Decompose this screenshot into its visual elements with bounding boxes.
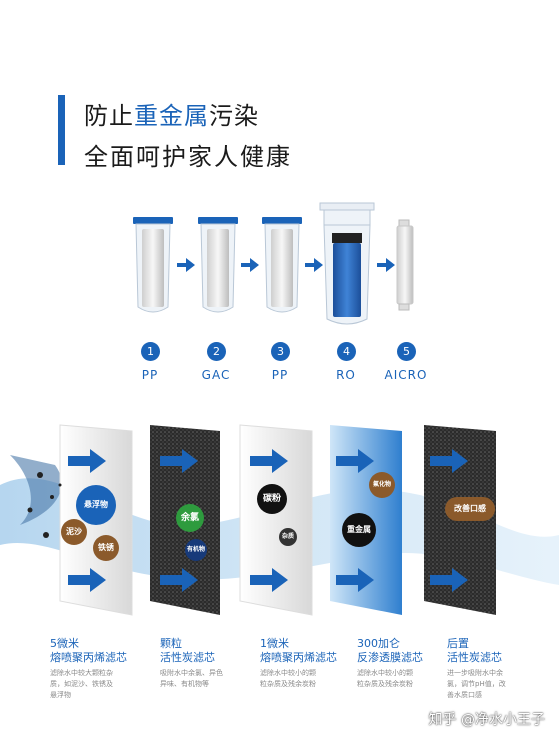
arrow-icon: [177, 258, 195, 272]
caption-5-title-line2: 活性炭滤芯: [447, 651, 502, 664]
watermark: 知乎 @净水小王子: [428, 712, 545, 728]
caption-4-title-line1: 300加仑: [357, 637, 400, 650]
caption-5-desc-line2: 氯，调节pH值，改: [447, 680, 506, 688]
caption-3-title-line2: 熔喷聚丙烯滤芯: [260, 651, 337, 664]
caption-5-desc-line3: 善水质口感: [447, 691, 482, 699]
title-accent-bar: [58, 95, 65, 165]
caption-4-desc-line1: 滤除水中较小的颗: [357, 669, 413, 677]
housing-4: [319, 202, 375, 325]
caption-1-desc-line1: 滤除水中较大颗粒杂: [50, 669, 113, 677]
caption-1-desc-line3: 悬浮物: [50, 691, 71, 699]
caption-5-desc-line1: 进一步吸附水中余: [447, 669, 503, 677]
arrow-icon: [68, 568, 468, 592]
arrow-icon: [68, 449, 468, 473]
caption-2-desc-line2: 异味、有机物等: [160, 680, 209, 688]
chip-impurity: 杂质: [279, 528, 297, 546]
housing-2: [198, 217, 238, 313]
chip-organic: 有机物: [185, 539, 207, 561]
chip-taste: 改善口感: [445, 497, 495, 521]
arrow-icon: [305, 258, 323, 272]
stage-label-1: PP: [141, 368, 159, 382]
filter-stages-illustration: [133, 202, 414, 325]
stage-number-3: 3: [271, 342, 290, 361]
stage-number-4: 4: [337, 342, 356, 361]
housing-1: [133, 217, 173, 313]
chip-floats: 悬浮物: [76, 485, 116, 525]
arrow-icon: [241, 258, 259, 272]
caption-2-desc-line1: 吸附水中余氯、异色: [160, 669, 223, 677]
stage-label-4: RO: [336, 368, 356, 382]
caption-5-title-line1: 后置: [447, 637, 469, 650]
caption-3-title-line1: 1微米: [260, 637, 289, 650]
stage-label-3: PP: [271, 368, 289, 382]
caption-2-title-line2: 活性炭滤芯: [160, 651, 215, 664]
stage-number-2: 2: [207, 342, 226, 361]
inline-cartridge-5: [396, 219, 414, 311]
headline-line1: 防止重金属污染: [84, 96, 259, 131]
chip-rust: 铁锈: [93, 535, 119, 561]
headline-line2: 全面呵护家人健康: [84, 143, 292, 171]
caption-4-title-line2: 反渗透膜滤芯: [357, 651, 423, 664]
headline-highlight: 重金属: [134, 102, 209, 130]
stage-number-5: 5: [397, 342, 416, 361]
chip-sand: 泥沙: [61, 519, 87, 545]
caption-1-title-line1: 5微米: [50, 637, 79, 650]
caption-3-desc-line1: 滤除水中较小的颗: [260, 669, 316, 677]
headline-prefix: 防止: [84, 102, 134, 130]
caption-4-desc-line2: 粒杂质及残余炭粉: [357, 680, 413, 688]
caption-2-title-line1: 颗粒: [160, 637, 182, 650]
caption-1-desc-line2: 质，如泥沙、铁锈及: [50, 680, 113, 688]
caption-3-desc-line2: 粒杂质及残余炭粉: [260, 680, 316, 688]
stage-label-2: GAC: [201, 368, 231, 382]
chip-fluoride: 氟化物: [369, 472, 395, 498]
stage-label-5: AICRO: [384, 368, 428, 382]
chip-heavy-metal: 重金属: [342, 513, 376, 547]
chip-carbon: 碳粉: [257, 484, 287, 514]
housing-3: [262, 217, 302, 313]
stage-number-1: 1: [141, 342, 160, 361]
chip-chlorine: 余氯: [176, 504, 204, 532]
headline-suffix: 污染: [209, 102, 259, 130]
caption-1-title-line2: 熔喷聚丙烯滤芯: [50, 651, 127, 664]
arrow-icon: [377, 258, 395, 272]
